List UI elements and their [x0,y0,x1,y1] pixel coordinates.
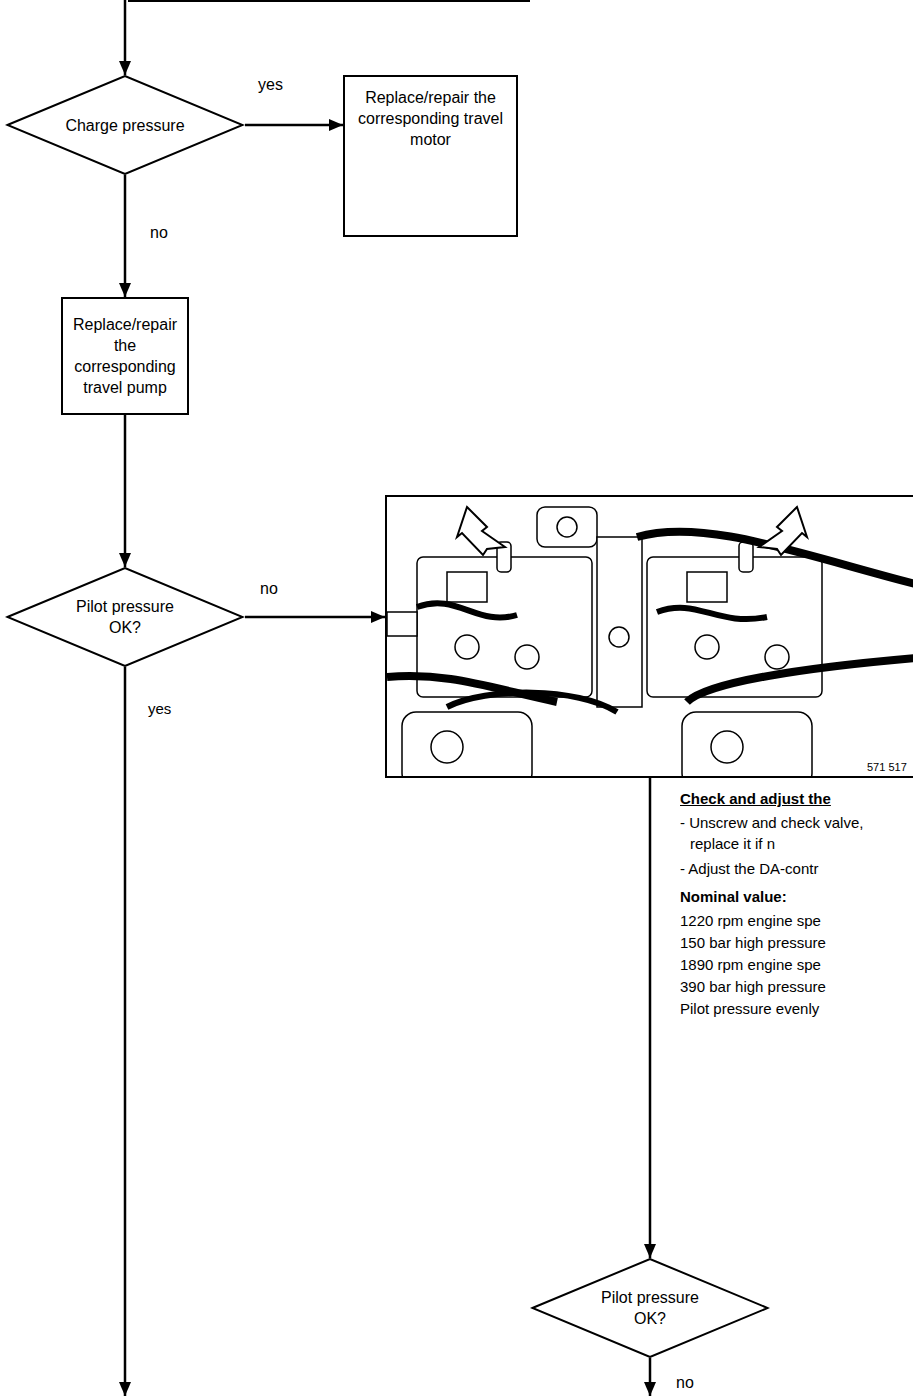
flow-arrow [649,778,652,1258]
illustration-part [657,608,767,619]
instruction-text: 1890 rpm engine spe [680,954,821,975]
instruction-text: - Adjust the DA-contr [680,858,818,879]
process-box: Replace/repair the corresponding travel … [343,75,518,237]
flow-arrow [124,175,127,297]
node-text: Replace/repair the corresponding travel … [69,314,181,398]
diamond-outline [532,1259,767,1357]
illustration-frame: 571 517 [385,495,913,778]
illustration-part [695,635,719,659]
node-text: Pilot pressure OK? [590,1287,710,1329]
illustration-part [687,657,913,702]
illustration-part [609,627,629,647]
decision-diamond: Pilot pressure OK? [530,1258,770,1358]
outgoing-line [649,1358,652,1396]
illustration-part [387,612,417,636]
figure-number: 571 517 [865,761,909,773]
diamond-outline [530,1258,770,1358]
flow-arrow [245,124,343,127]
branch-label: no [258,580,280,598]
incoming-line [124,0,127,75]
pump-illustration [387,497,913,778]
diamond-outline [5,567,245,667]
illustration-part [647,557,822,697]
node-text: Charge pressure [65,115,184,136]
illustration-part [537,507,597,547]
heading-rule [128,0,530,2]
illustration-part [431,731,463,763]
branch-label: no [676,1372,694,1393]
decision-diamond: Charge pressure [5,75,245,175]
diamond-outline [7,76,242,174]
illustration-part [739,542,753,572]
instruction-text: 150 bar high pressure [680,932,826,953]
instruction-text: 1220 rpm engine spe [680,910,821,931]
outgoing-line [124,667,127,1396]
illustration-part [597,537,642,707]
diamond-outline [7,568,242,666]
decision-diamond: Pilot pressure OK? [5,567,245,667]
illustration-part [417,603,517,617]
illustration-part [765,645,789,669]
illustration-part [711,731,743,763]
instruction-text: Pilot pressure evenly [680,998,819,1019]
instruction-text: Nominal value: [680,886,787,907]
illustration-part [402,712,532,778]
flow-arrow [124,415,127,567]
branch-label: no [148,224,170,242]
node-text: Replace/repair the corresponding travel … [351,87,510,150]
illustration-part [687,572,727,602]
process-box: Replace/repair the corresponding travel … [61,297,189,415]
instruction-text: Check and adjust the [680,788,831,809]
instruction-text: yes [148,698,171,719]
illustration-part [759,507,807,555]
illustration-part [457,507,505,555]
illustration-part [557,517,577,537]
illustration-part [682,712,812,778]
illustration-part [447,693,617,712]
flow-arrow [245,616,385,619]
branch-label: yes [256,76,285,94]
instruction-text: 390 bar high pressure [680,976,826,997]
illustration-part [515,645,539,669]
instruction-text: - Unscrew and check valve, replace it if… [680,812,913,854]
illustration-part [455,635,479,659]
illustration-part [447,572,487,602]
node-text: Pilot pressure OK? [65,596,185,638]
